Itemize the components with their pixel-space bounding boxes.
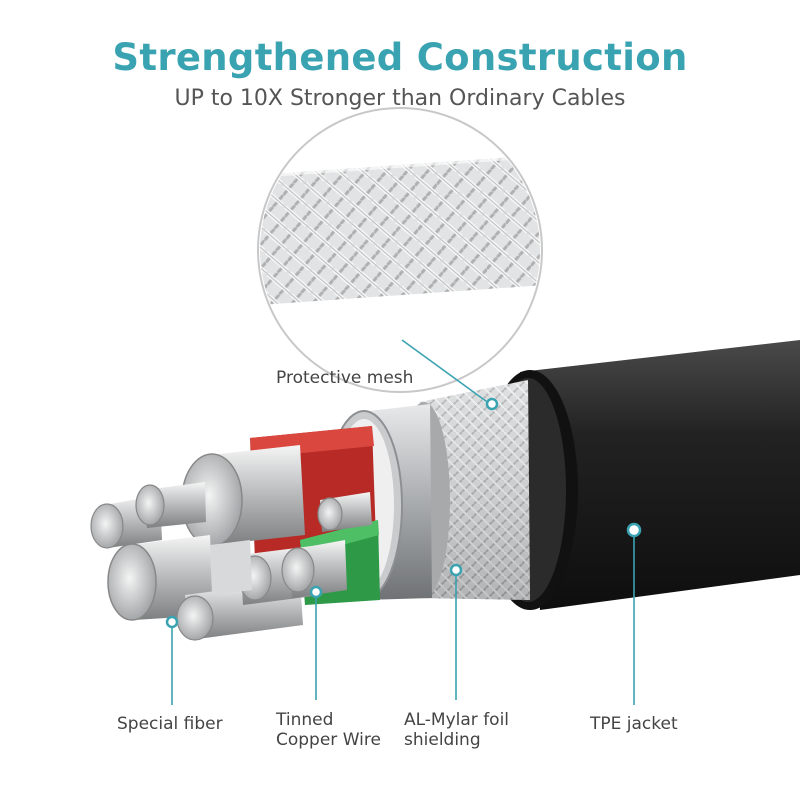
- copper-callout-dot: [309, 585, 323, 599]
- label-tinned-copper-wire-line2: Copper Wire: [276, 730, 381, 750]
- foil-callout-dot: [449, 563, 463, 577]
- page-subtitle: UP to 10X Stronger than Ordinary Cables: [174, 86, 626, 111]
- mesh-zoom-circle: [257, 107, 543, 393]
- label-protective-mesh: Protective mesh: [276, 368, 414, 388]
- fiber-callout-dot: [165, 615, 179, 629]
- label-special-fiber: Special fiber: [117, 714, 223, 734]
- label-tinned-copper-wire-line1: Tinned: [276, 710, 334, 730]
- callout-lines: [171, 339, 635, 705]
- label-al-mylar-line1: AL-Mylar foil: [404, 710, 510, 730]
- mesh-callout-dot: [485, 397, 499, 411]
- wire-bundle: [90, 445, 372, 641]
- label-tinned-copper-wire: Tinned Copper Wire: [276, 710, 381, 750]
- label-tpe-jacket: TPE jacket: [590, 714, 678, 734]
- label-al-mylar-line2: shielding: [404, 730, 481, 750]
- jacket-callout-dot: [626, 522, 642, 538]
- label-al-mylar: AL-Mylar foil shielding: [404, 710, 509, 750]
- page-title: Strengthened Construction: [112, 36, 688, 79]
- callout-dots: [165, 397, 642, 629]
- mesh-callout-line: [401, 339, 491, 405]
